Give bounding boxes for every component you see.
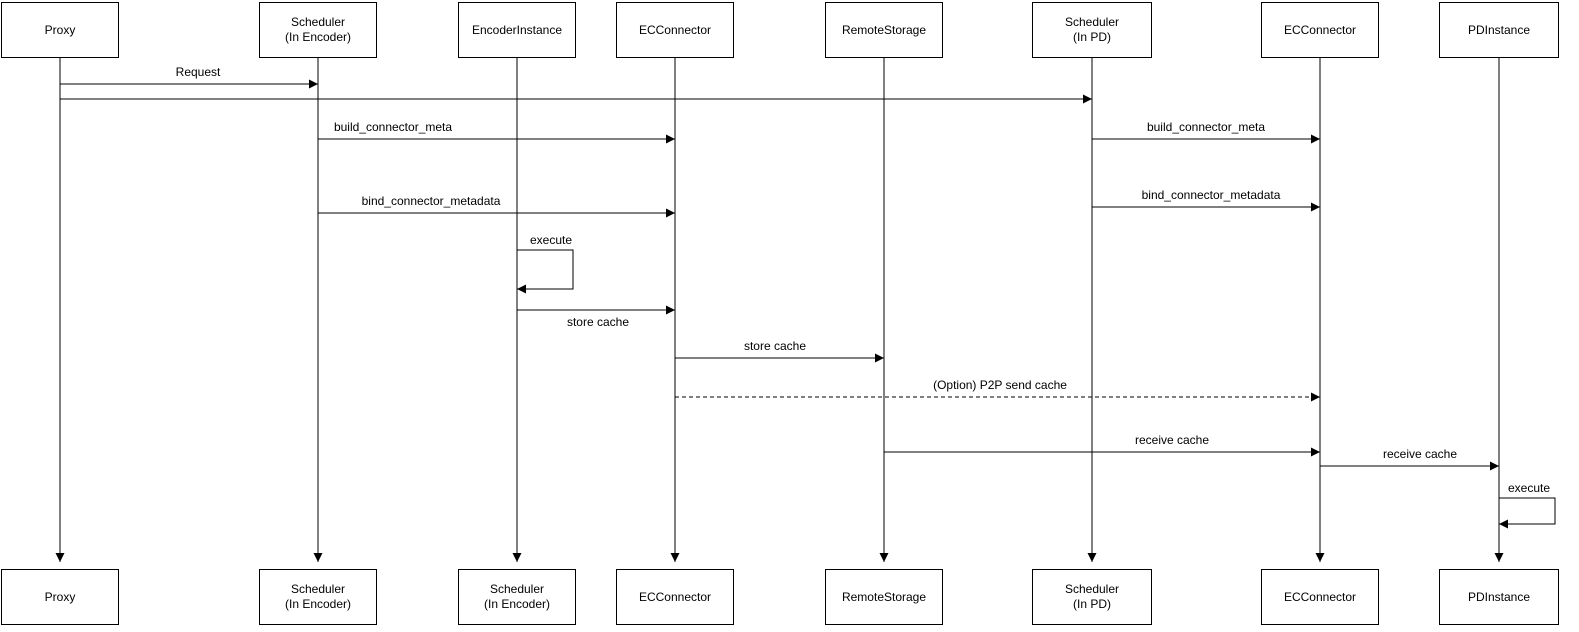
actor-label: Scheduler (290, 15, 346, 29)
actor-label: PDInstance (1467, 22, 1531, 37)
message-label-5: bind_connector_metadata (1139, 188, 1283, 202)
actor-box-top-scheduler-encoder: Scheduler(In Encoder) (259, 2, 377, 58)
message-label-10: receive cache (1132, 433, 1212, 447)
actor-label: PDInstance (1467, 589, 1531, 604)
actor-label: Scheduler (489, 582, 545, 596)
actor-box-top-remote-storage: RemoteStorage (825, 2, 943, 58)
actor-box-bottom-remote-storage: RemoteStorage (825, 569, 943, 625)
message-label-11: receive cache (1380, 447, 1460, 461)
actor-box-top-ec-connector-2: ECConnector (1261, 2, 1379, 58)
actor-box-bottom-encoder-instance: Scheduler(In Encoder) (458, 569, 576, 625)
actor-label: (In PD) (1072, 30, 1111, 44)
actor-box-top-encoder-instance: EncoderInstance (458, 2, 576, 58)
actor-label: ECConnector (1283, 589, 1357, 604)
actor-box-bottom-proxy: Proxy (1, 569, 119, 625)
message-label-3: build_connector_meta (1144, 120, 1268, 134)
message-label-8: store cache (741, 339, 809, 353)
actor-label: (In Encoder) (483, 597, 551, 611)
actor-label: RemoteStorage (841, 589, 927, 604)
self-message-arrow-12 (1499, 497, 1556, 529)
actor-box-bottom-pd-instance: PDInstance (1439, 569, 1559, 625)
actor-label: ECConnector (1283, 22, 1357, 37)
message-label-9: (Option) P2P send cache (931, 378, 1069, 392)
actor-label: Scheduler (290, 582, 346, 596)
self-message-label-12: execute (1505, 481, 1553, 495)
message-label-4: bind_connector_metadata (359, 194, 503, 208)
actor-box-bottom-scheduler-pd: Scheduler(In PD) (1032, 569, 1152, 625)
actor-label: Proxy (44, 589, 76, 604)
actor-label: ECConnector (638, 22, 712, 37)
message-label-2: build_connector_meta (331, 120, 455, 134)
actor-box-top-ec-connector-1: ECConnector (616, 2, 734, 58)
actor-box-bottom-ec-connector-1: ECConnector (616, 569, 734, 625)
actor-label: RemoteStorage (841, 22, 927, 37)
actor-label: Scheduler (1064, 582, 1120, 596)
actor-box-top-scheduler-pd: Scheduler(In PD) (1032, 2, 1152, 58)
message-label-0: Request (173, 65, 223, 79)
actor-label: (In Encoder) (284, 30, 352, 44)
actor-label: EncoderInstance (471, 22, 563, 37)
actor-label: (In Encoder) (284, 597, 352, 611)
actor-box-top-proxy: Proxy (1, 2, 119, 58)
actor-label: ECConnector (638, 589, 712, 604)
actor-label: Scheduler (1064, 15, 1120, 29)
self-message-label-6: execute (527, 233, 575, 247)
actor-label: (In PD) (1072, 597, 1111, 611)
self-message-arrow-6 (517, 249, 574, 294)
actor-label: Proxy (44, 22, 76, 37)
actor-box-bottom-ec-connector-2: ECConnector (1261, 569, 1379, 625)
actor-box-bottom-scheduler-encoder: Scheduler(In Encoder) (259, 569, 377, 625)
actor-box-top-pd-instance: PDInstance (1439, 2, 1559, 58)
message-label-7: store cache (564, 315, 632, 329)
